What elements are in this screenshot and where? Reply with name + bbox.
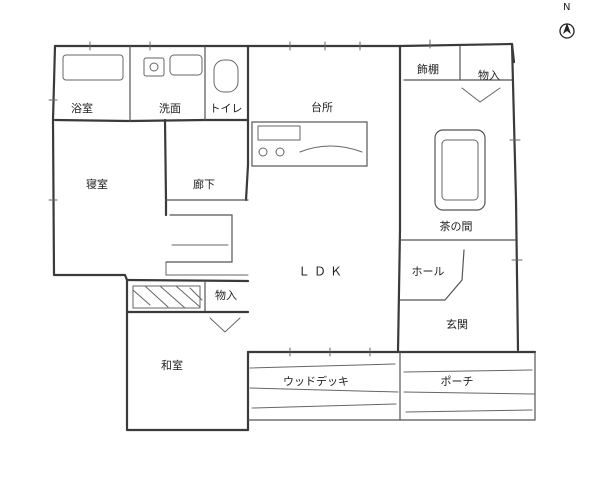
room-kitchen: 台所 bbox=[311, 101, 333, 114]
north-arrow-icon bbox=[559, 23, 575, 39]
room-porch: ポーチ bbox=[440, 375, 474, 388]
compass-label: N bbox=[563, 2, 571, 13]
room-hall: ホール bbox=[411, 265, 445, 278]
room-storage-mid: 物入 bbox=[215, 289, 237, 302]
room-ldk: ＬＤＫ bbox=[297, 264, 347, 279]
room-entrance: 玄関 bbox=[446, 318, 468, 331]
interior-walls bbox=[48, 39, 536, 421]
room-toilet: トイレ bbox=[209, 102, 243, 115]
room-wood-deck: ウッドデッキ bbox=[283, 375, 349, 388]
room-washroom: 洗面 bbox=[159, 102, 181, 115]
outer-walls bbox=[51, 42, 537, 432]
hatch-storage bbox=[132, 285, 203, 309]
room-bath: 浴室 bbox=[71, 102, 93, 115]
room-bedroom: 寝室 bbox=[86, 178, 108, 191]
room-japanese: 和室 bbox=[161, 359, 183, 372]
room-storage-top: 物入 bbox=[478, 69, 500, 82]
room-hallway: 廊下 bbox=[193, 178, 215, 191]
room-tea-room: 茶の間 bbox=[439, 220, 473, 233]
room-shelf: 飾棚 bbox=[417, 63, 439, 76]
